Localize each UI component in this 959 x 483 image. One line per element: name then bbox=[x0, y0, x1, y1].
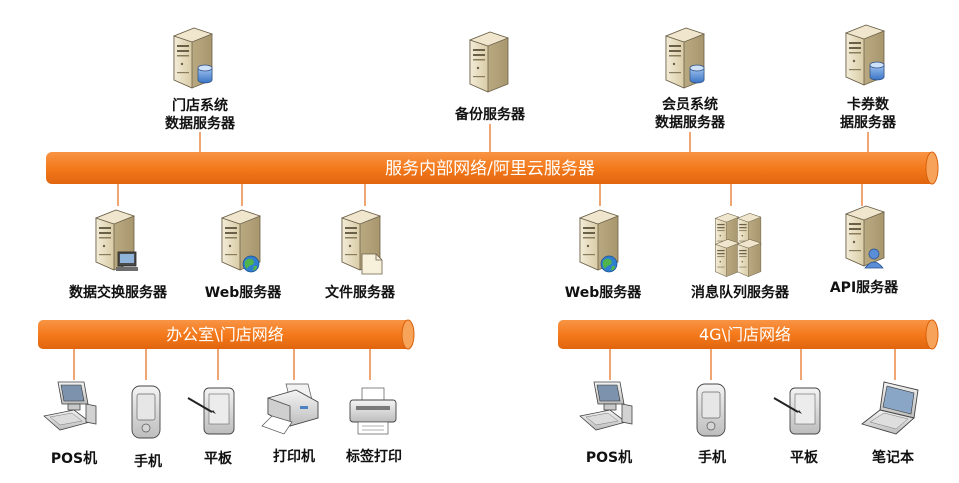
label-printer-device: 标签打印 bbox=[345, 387, 402, 465]
node-label: 会员系统 bbox=[662, 96, 718, 113]
server-user-icon bbox=[845, 205, 885, 269]
office-bus-label: 办公室\门店网络 bbox=[166, 325, 283, 344]
node-label: 据服务器 bbox=[840, 114, 897, 131]
printer-icon bbox=[261, 383, 319, 435]
server-globe-icon bbox=[221, 209, 261, 273]
server-globe-icon bbox=[579, 209, 619, 273]
node-label: 文件服务器 bbox=[325, 284, 396, 301]
node-label: Web服务器 bbox=[205, 284, 282, 301]
backbone-connectors bbox=[117, 124, 869, 206]
pos-terminal-icon bbox=[43, 381, 97, 431]
label-printer-icon bbox=[349, 387, 397, 435]
laptop-device: 笔记本 bbox=[861, 381, 919, 466]
tablet-office-device: 平板 bbox=[187, 387, 235, 467]
pos-terminal-icon bbox=[579, 381, 633, 431]
node-label: 平板 bbox=[204, 450, 233, 467]
laptop-icon bbox=[861, 381, 919, 435]
node-label: 门店系统 bbox=[172, 97, 228, 114]
node-label: 数据服务器 bbox=[165, 115, 236, 132]
tablet-4g-device: 平板 bbox=[773, 387, 821, 466]
tablet-icon bbox=[773, 387, 821, 435]
server-db-icon bbox=[845, 24, 885, 86]
mobile-phone-icon bbox=[131, 385, 161, 439]
server-icon bbox=[469, 31, 509, 93]
mq-server: 消息队列服务器 bbox=[691, 213, 790, 301]
node-label: POS机 bbox=[586, 449, 632, 466]
mobile-bus: 4G\门店网络 bbox=[558, 319, 939, 350]
node-label: POS机 bbox=[51, 450, 97, 467]
node-label: 消息队列服务器 bbox=[691, 284, 790, 301]
server-db-icon bbox=[665, 27, 705, 89]
node-label: 数据服务器 bbox=[655, 114, 726, 131]
api-server: API服务器 bbox=[830, 205, 899, 296]
node-label: 手机 bbox=[698, 449, 726, 466]
store-db-server: 门店系统 数据服务器 bbox=[165, 27, 236, 132]
backbone-bus: 服务内部网络/阿里云服务器 bbox=[46, 151, 939, 185]
web-server-right: Web服务器 bbox=[565, 209, 642, 301]
server-db-icon bbox=[173, 27, 213, 89]
node-label: 手机 bbox=[134, 453, 162, 470]
file-server: 文件服务器 bbox=[325, 209, 396, 301]
server-terminal-icon bbox=[95, 209, 138, 271]
server-cluster-icon bbox=[715, 213, 762, 277]
node-label: 笔记本 bbox=[872, 449, 915, 466]
backbone-label: 服务内部网络/阿里云服务器 bbox=[385, 159, 595, 179]
office-bus: 办公室\门店网络 bbox=[38, 319, 415, 350]
node-label: 标签打印 bbox=[345, 448, 402, 465]
tablet-icon bbox=[187, 387, 235, 435]
office-connectors bbox=[73, 349, 371, 380]
printer-device: 打印机 bbox=[261, 383, 319, 465]
node-label: API服务器 bbox=[830, 279, 899, 296]
data-exchange-server: 数据交换服务器 bbox=[69, 209, 168, 301]
mobile-connectors bbox=[609, 349, 896, 380]
pos-office-device: POS机 bbox=[43, 381, 97, 467]
node-label: 数据交换服务器 bbox=[69, 284, 168, 301]
node-label: 备份服务器 bbox=[454, 106, 526, 123]
web-server-left: Web服务器 bbox=[205, 209, 282, 301]
phone-office-device: 手机 bbox=[131, 385, 162, 470]
node-label: 卡券数 bbox=[847, 96, 890, 113]
pos-4g-device: POS机 bbox=[579, 381, 633, 466]
mobile-bus-label: 4G\门店网络 bbox=[699, 325, 791, 344]
voucher-db-server: 卡券数 据服务器 bbox=[840, 24, 897, 131]
node-label: Web服务器 bbox=[565, 284, 642, 301]
mobile-phone-icon bbox=[696, 383, 726, 437]
member-db-server: 会员系统 数据服务器 bbox=[655, 27, 726, 131]
phone-4g-device: 手机 bbox=[696, 383, 726, 466]
node-label: 平板 bbox=[790, 449, 819, 466]
backup-server: 备份服务器 bbox=[454, 31, 526, 123]
node-label: 打印机 bbox=[273, 448, 315, 465]
server-file-icon bbox=[341, 209, 383, 275]
